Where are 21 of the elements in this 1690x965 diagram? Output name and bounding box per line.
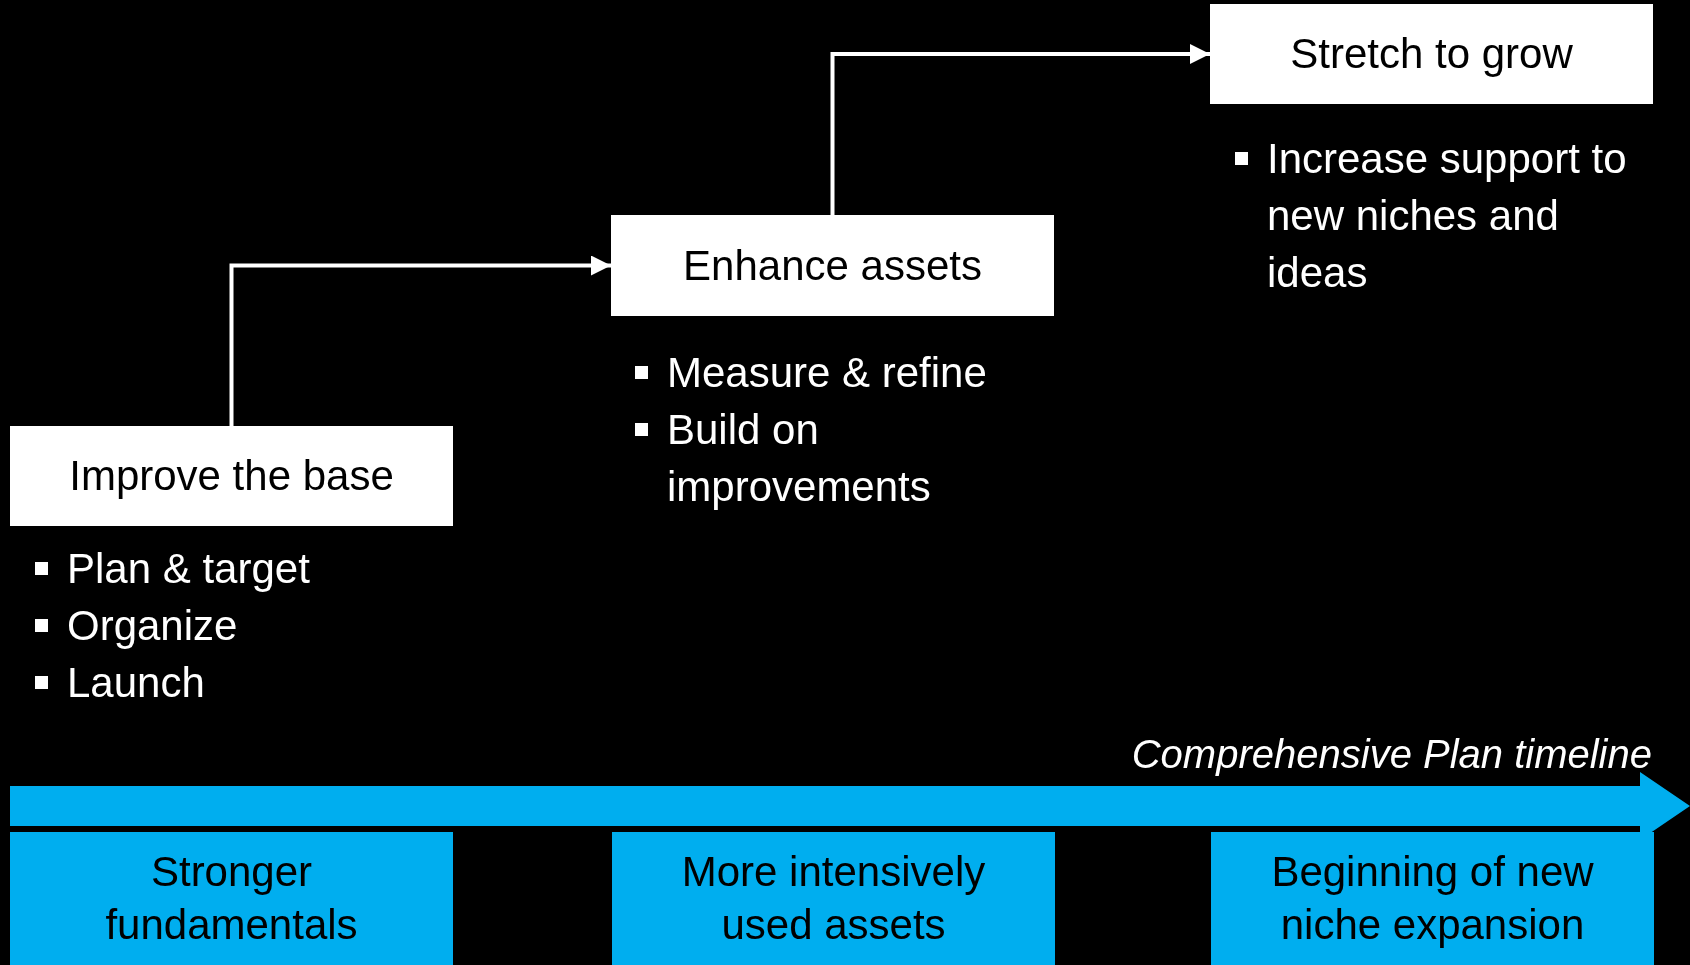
bullet-item: Plan & target [35,540,455,597]
bullet-item: Increase support to new niches and ideas [1235,130,1655,301]
node-label: Enhance assets [682,241,983,290]
bullet-item: Measure & refine [635,344,1055,401]
bullet-item: Build on improvements [635,401,1055,515]
outcome-box [612,832,1055,965]
outcome-box [10,832,453,965]
arrow [229,255,611,426]
stage-box [10,426,453,526]
stage-box [1210,4,1653,104]
node-label: Improve the base [68,452,395,500]
node-label: Stretch to grow [1289,30,1574,78]
node-label: More intensively used assets [680,847,987,950]
bullet-item: Organize [35,597,455,654]
node-label: Stronger fundamentals [104,847,359,950]
outcome-box [1211,832,1654,965]
bullet-item: Launch [35,654,455,711]
stage-box [611,215,1054,316]
node-label: Beginning of new niche expansion [1270,847,1595,950]
arrow [830,44,1210,215]
timeline-label: Comprehensive Plan timeline [1131,732,1652,777]
